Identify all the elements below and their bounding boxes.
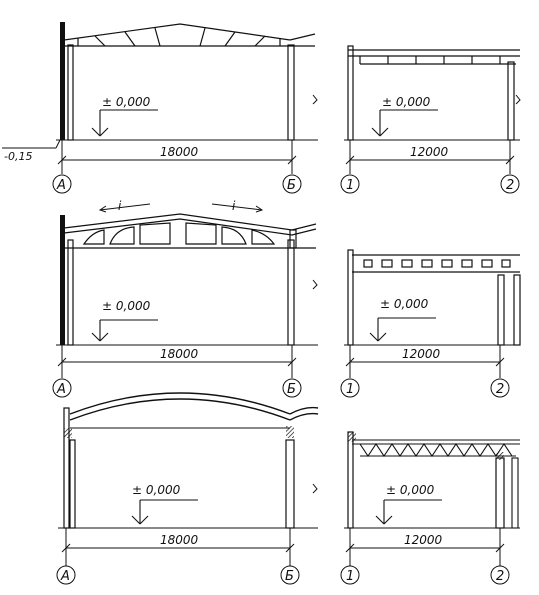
- level-marker: [131, 499, 198, 525]
- level-marker: [371, 109, 438, 137]
- column-b: [287, 44, 295, 141]
- axis-circle-a: [56, 565, 76, 585]
- span-dimension: [57, 345, 297, 378]
- axis-circle-b: [282, 378, 302, 398]
- column-a: [67, 239, 74, 346]
- roof-beam: [348, 49, 520, 65]
- slope-label-left: i: [118, 199, 122, 213]
- level-marker: [91, 319, 158, 342]
- axis-circle-b: [280, 565, 300, 585]
- span-dimension: [345, 528, 505, 566]
- slope-label-right: i: [232, 199, 236, 213]
- end-wall: [347, 45, 354, 141]
- axis-circle-1: [340, 565, 360, 585]
- axis-label-2: 2: [496, 569, 504, 584]
- axis-circle-1: [340, 174, 360, 194]
- span-dimension: [61, 528, 295, 566]
- span-label: 18000: [160, 533, 199, 547]
- axis-circle-a: [52, 174, 72, 194]
- column-2: [495, 457, 505, 529]
- exterior-wall: [60, 22, 65, 140]
- lattice-beam: [352, 439, 520, 529]
- row2-cross-section: [52, 203, 318, 398]
- level-marker: [369, 317, 436, 342]
- axis-label-b: Б: [287, 382, 296, 397]
- column-b: [285, 439, 295, 529]
- exterior-wall: [60, 215, 65, 345]
- level-marker: [91, 109, 158, 137]
- level-label: ± 0,000: [132, 483, 181, 497]
- row3-long-section: [340, 431, 520, 585]
- column-b: [287, 239, 295, 346]
- column-a: [69, 439, 76, 529]
- slope-arrow-left: [98, 203, 151, 213]
- axis-circle-a: [52, 378, 72, 398]
- span-label: 18000: [160, 347, 199, 361]
- secondary-level-marker: [2, 139, 61, 149]
- end-wall: [347, 249, 354, 346]
- roof-truss: [63, 23, 316, 47]
- span-dimension: [345, 140, 515, 174]
- axis-circle-b: [282, 174, 302, 194]
- row3-cross-section: [56, 392, 319, 585]
- axis-circle-2: [500, 174, 520, 194]
- row1-cross-section: [2, 22, 318, 194]
- slope-arrow-right: [211, 203, 264, 213]
- axis-label-b: Б: [285, 569, 294, 584]
- exterior-wall: [63, 407, 70, 529]
- axis-label-a: А: [60, 569, 70, 584]
- axis-label-2: 2: [496, 382, 504, 397]
- span-label: 12000: [402, 347, 441, 361]
- axis-circle-2: [490, 565, 510, 585]
- axis-label-2: 2: [506, 178, 514, 193]
- axis-label-1: 1: [346, 178, 354, 193]
- axis-circle-2: [490, 378, 510, 398]
- arch-roof: [69, 392, 319, 429]
- roof-truss: [63, 213, 317, 249]
- level-label: ± 0,000: [102, 95, 151, 109]
- level-label: ± 0,000: [102, 299, 151, 313]
- span-label: 12000: [404, 533, 443, 547]
- row1-long-section: [340, 45, 521, 194]
- end-wall: [347, 431, 354, 529]
- secondary-level-label: -0,15: [4, 150, 32, 163]
- span-label: 18000: [160, 145, 199, 159]
- axis-label-1: 1: [346, 569, 354, 584]
- axis-label-b: Б: [287, 178, 296, 193]
- axis-circle-1: [340, 378, 360, 398]
- axis-label-a: А: [56, 382, 66, 397]
- roof-beam: [352, 254, 521, 346]
- column-2: [497, 274, 505, 346]
- axis-label-a: А: [56, 178, 66, 193]
- level-marker: [375, 499, 442, 525]
- span-dimension: [57, 140, 297, 174]
- span-label: 12000: [410, 145, 449, 159]
- column-2: [507, 61, 515, 141]
- column-a: [67, 44, 74, 141]
- axis-label-1: 1: [346, 382, 354, 397]
- level-label: ± 0,000: [382, 95, 431, 109]
- span-dimension: [345, 345, 505, 378]
- level-label: ± 0,000: [380, 297, 429, 311]
- level-label: ± 0,000: [386, 483, 435, 497]
- row2-long-section: [340, 249, 521, 398]
